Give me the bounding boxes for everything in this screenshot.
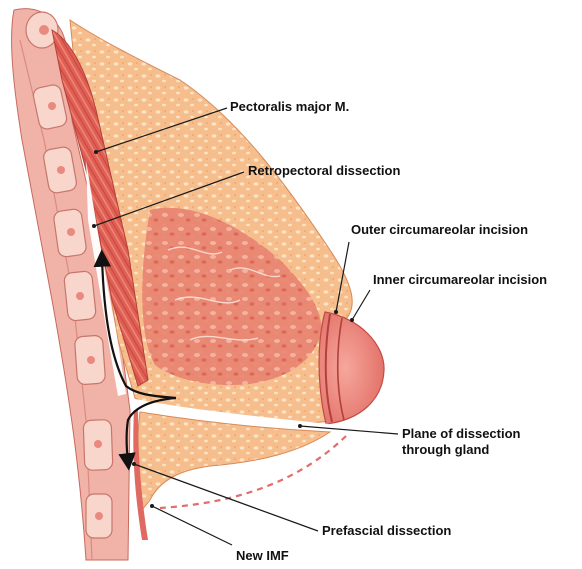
- label-outer-circumareolar-incision: Outer circumareolar incision: [351, 222, 528, 238]
- label-plane-of-dissection-line2: through gland: [402, 442, 520, 458]
- label-retropectoral-dissection: Retropectoral dissection: [248, 163, 400, 179]
- label-prefascial-dissection: Prefascial dissection: [322, 523, 451, 539]
- label-pectoralis-major: Pectoralis major M.: [230, 99, 349, 115]
- label-plane-of-dissection: Plane of dissection through gland: [402, 426, 520, 458]
- label-plane-of-dissection-line1: Plane of dissection: [402, 426, 520, 442]
- label-new-imf: New IMF: [236, 548, 289, 564]
- label-inner-circumareolar-incision: Inner circumareolar incision: [373, 272, 547, 288]
- nipple-areola: [319, 312, 384, 424]
